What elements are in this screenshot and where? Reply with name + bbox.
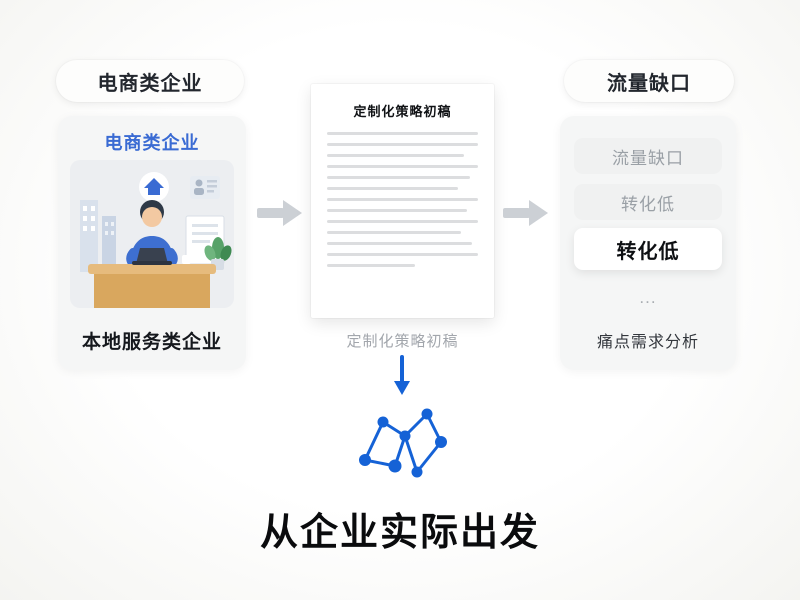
enterprise-card-bottom-label: 本地服务类企业 xyxy=(81,332,222,353)
document-text-lines xyxy=(311,120,494,267)
arrow-right-icon xyxy=(503,200,548,226)
arrow-right-icon xyxy=(257,200,302,226)
pain-point-row: 转化低 xyxy=(574,184,722,220)
left-category-pill-label: 电商类企业 xyxy=(97,72,203,95)
pain-point-label: 转化低 xyxy=(616,240,680,263)
network-graph-icon xyxy=(359,408,447,478)
desk-icon xyxy=(88,248,216,308)
strategy-document-caption: 定制化策略初稿 xyxy=(346,333,459,350)
arrow-down-icon xyxy=(394,355,410,395)
right-category-pill: 流量缺口 xyxy=(564,60,734,102)
right-category-pill-label: 流量缺口 xyxy=(607,72,691,95)
pain-point-row: 流量缺口 xyxy=(574,138,722,174)
office-illustration-svg xyxy=(70,160,234,308)
page-title: 从企业实际出发 xyxy=(259,512,540,554)
strategy-document-title: 定制化策略初稿 xyxy=(353,104,452,119)
pain-points-card-caption: 痛点需求分析 xyxy=(596,334,699,351)
office-illustration xyxy=(70,160,234,308)
avatar-card-icon xyxy=(190,176,220,199)
enterprise-card-title: 电商类企业 xyxy=(104,133,200,153)
pain-point-row: ... xyxy=(574,280,722,316)
house-icon xyxy=(139,172,169,202)
buildings-icon xyxy=(80,200,116,272)
pain-point-label: ... xyxy=(639,288,657,307)
pain-points-card: 流量缺口 转化低 转化低 ... 痛点需求分析 xyxy=(560,116,736,370)
left-category-pill: 电商类企业 xyxy=(56,60,244,102)
pain-point-label: 转化低 xyxy=(621,194,675,214)
pain-point-row-emphasized: 转化低 xyxy=(574,228,722,270)
enterprise-card: 电商类企业 xyxy=(58,116,246,370)
strategy-document: 定制化策略初稿 xyxy=(311,84,494,318)
pain-point-label: 流量缺口 xyxy=(612,148,684,168)
